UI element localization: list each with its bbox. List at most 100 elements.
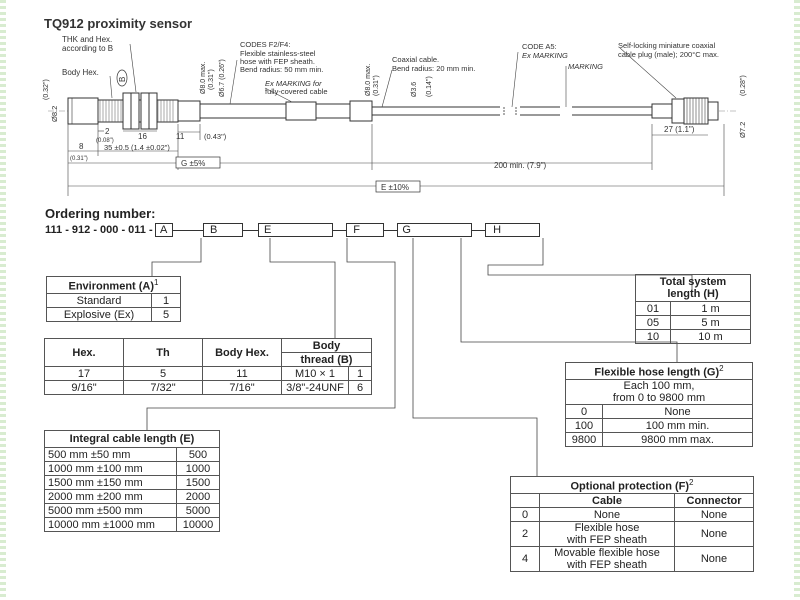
dash xyxy=(383,229,397,231)
dim-e: E ±10% xyxy=(381,183,409,192)
leader-lines xyxy=(109,43,677,108)
label-flex-hose-3: Bend radius: 50 mm min. xyxy=(240,65,323,74)
dim-eight-in: (0.31") xyxy=(70,156,88,162)
ordering-prefix: 111 - 912 - 000 - 011 - xyxy=(45,224,153,236)
label-codes-f2f4: CODES F2/F4: xyxy=(240,40,290,49)
ordering-code: 111 - 912 - 000 - 011 - A B E F G H xyxy=(45,222,540,238)
code-box-h: H xyxy=(484,223,540,237)
dash xyxy=(242,229,258,231)
dim-b: B xyxy=(118,77,127,82)
dim-d72-in: (0.28") xyxy=(740,75,747,96)
label-marking: MARKING xyxy=(568,62,603,71)
page-title: TQ912 proximity sensor xyxy=(44,16,192,31)
dim-d82-in: (0.32") xyxy=(43,79,50,100)
dash xyxy=(172,229,203,231)
flexible-hose xyxy=(199,100,373,122)
ordering-title: Ordering number: xyxy=(45,206,156,221)
dim-eleven-in: (0.43") xyxy=(204,132,227,141)
code-box-b: B xyxy=(202,223,243,237)
dim-g: G ±5% xyxy=(181,159,205,168)
dim-twohundred: 200 min. (7.9") xyxy=(494,161,547,170)
hex-nuts xyxy=(122,92,158,130)
dim-d36: Ø3.6 xyxy=(411,82,418,97)
dim-eight: 8 xyxy=(79,142,84,151)
dim-d80b-in: (0.31") xyxy=(373,75,380,96)
dim-d80a-in: (0.31") xyxy=(208,69,215,90)
dim-d67: Ø6.7 (0.26") xyxy=(219,59,226,97)
background-stripe-left xyxy=(0,0,6,600)
ordering-connectors xyxy=(146,238,693,476)
dim-twentyseven: 27 (1.1") xyxy=(664,125,695,134)
background-stripe-right xyxy=(794,0,800,600)
table-row: Explosive (Ex)5 xyxy=(46,307,181,322)
hose-length-table: Flexible hose length (G)2 Each 100 mm,fr… xyxy=(565,362,753,447)
b-circle xyxy=(116,69,128,87)
label-coax-2: Bend radius: 20 mm min. xyxy=(392,64,475,73)
dim-eleven: 11 xyxy=(176,132,185,141)
label-plug-1: Self-locking miniature coaxial xyxy=(618,41,715,50)
coaxial-cable xyxy=(371,106,653,116)
body-hex-end xyxy=(177,100,201,122)
label-ex-marking: Ex MARKING xyxy=(522,51,568,60)
g-box xyxy=(175,156,221,169)
code-h-label: H xyxy=(493,224,502,236)
code-box-e: E xyxy=(257,223,333,237)
sensor-tip xyxy=(67,97,99,125)
dim-two-in: (0.08") xyxy=(96,138,114,144)
code-b-label: B xyxy=(209,224,218,236)
code-g-label: G xyxy=(402,224,411,236)
code-box-f: F xyxy=(345,223,384,237)
label-ex-marking-for: Ex MARKING for xyxy=(265,79,322,88)
code-f-label: F xyxy=(353,224,360,236)
label-code-a5: CODE A5: xyxy=(522,42,557,51)
dash xyxy=(471,229,485,231)
label-plug-2: cable plug (male); 200°C max. xyxy=(618,50,719,59)
e-box xyxy=(375,180,421,193)
dim-sixteen: 16 xyxy=(138,132,147,141)
environment-header: Environment (A)1 xyxy=(46,276,181,294)
label-fully-covered: fully-covered cable xyxy=(265,87,328,96)
label-thk-hex: THK and Hex. xyxy=(62,35,112,44)
label-flex-hose-2: hose with FEP sheath. xyxy=(240,57,315,66)
label-body-hex: Body Hex. xyxy=(62,68,99,77)
dash xyxy=(332,229,346,231)
label-coax-1: Coaxial cable. xyxy=(392,55,439,64)
dim-d80a: Ø8.0 max. xyxy=(200,62,207,94)
dim-d36-in: (0.14") xyxy=(426,76,433,97)
dim-thirtyfive: 35 ±0.5 (1.4 ±0.02") xyxy=(104,143,170,152)
dim-d72: Ø7.2 xyxy=(738,122,747,138)
label-according-to: according to B xyxy=(62,44,113,53)
dim-two: 2 xyxy=(105,127,110,136)
coaxial-connector xyxy=(651,97,719,125)
label-flex-hose-1: Flexible stainless-steel xyxy=(240,49,316,58)
dim-d80b: Ø8.0 max. xyxy=(365,64,372,96)
code-box-g: G xyxy=(396,223,472,237)
code-e-label: E xyxy=(263,224,272,236)
dim-d82: Ø8.2 xyxy=(50,106,59,122)
code-box-a: A xyxy=(154,223,173,237)
